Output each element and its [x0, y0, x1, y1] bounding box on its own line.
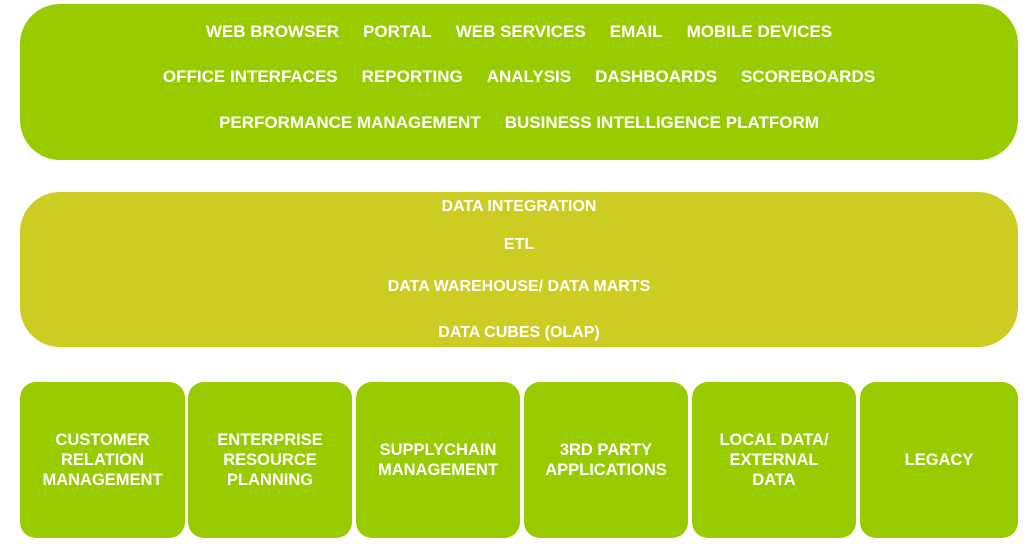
item-bi-platform: BUSINESS INTELLIGENCE PLATFORM: [504, 113, 819, 132]
item-mobile-devices: MOBILE DEVICES: [686, 22, 833, 41]
item-data-integration: DATA INTEGRATION: [441, 198, 597, 215]
source-3rd-party: 3RD PARTY APPLICATIONS: [524, 382, 688, 538]
presentation-row-3: PERFORMANCE MANAGEMENT BUSINESS INTELLIG…: [20, 113, 1018, 133]
item-performance-management: PERFORMANCE MANAGEMENT: [219, 113, 481, 132]
item-data-warehouse: DATA WAREHOUSE/ DATA MARTS: [387, 278, 651, 295]
source-crm: CUSTOMER RELATION MANAGEMENT: [20, 382, 185, 538]
source-local-external-data: LOCAL DATA/ EXTERNAL DATA: [692, 382, 856, 538]
presentation-row-2: OFFICE INTERFACES REPORTING ANALYSIS DAS…: [20, 67, 1018, 87]
item-scoreboards: SCOREBOARDS: [740, 67, 876, 86]
item-reporting: REPORTING: [361, 67, 463, 86]
item-web-browser: WEB BROWSER: [205, 22, 340, 41]
item-etl: ETL: [503, 236, 535, 253]
presentation-layer: WEB BROWSER PORTAL WEB SERVICES EMAIL MO…: [20, 4, 1018, 160]
item-portal: PORTAL: [363, 22, 432, 41]
presentation-row-1: WEB BROWSER PORTAL WEB SERVICES EMAIL MO…: [20, 22, 1018, 42]
item-email: EMAIL: [609, 22, 663, 41]
item-dashboards: DASHBOARDS: [595, 67, 717, 86]
item-data-cubes: DATA CUBES (OLAP): [438, 324, 600, 341]
data-layer: DATA INTEGRATION ETL DATA WAREHOUSE/ DAT…: [20, 192, 1018, 347]
source-erp: ENTERPRISE RESOURCE PLANNING: [188, 382, 352, 538]
source-supplychain: SUPPLYCHAIN MANAGEMENT: [356, 382, 520, 538]
item-web-services: WEB SERVICES: [455, 22, 586, 41]
source-legacy: LEGACY: [860, 382, 1018, 538]
item-analysis: ANALYSIS: [486, 67, 572, 86]
item-office-interfaces: OFFICE INTERFACES: [162, 67, 338, 86]
